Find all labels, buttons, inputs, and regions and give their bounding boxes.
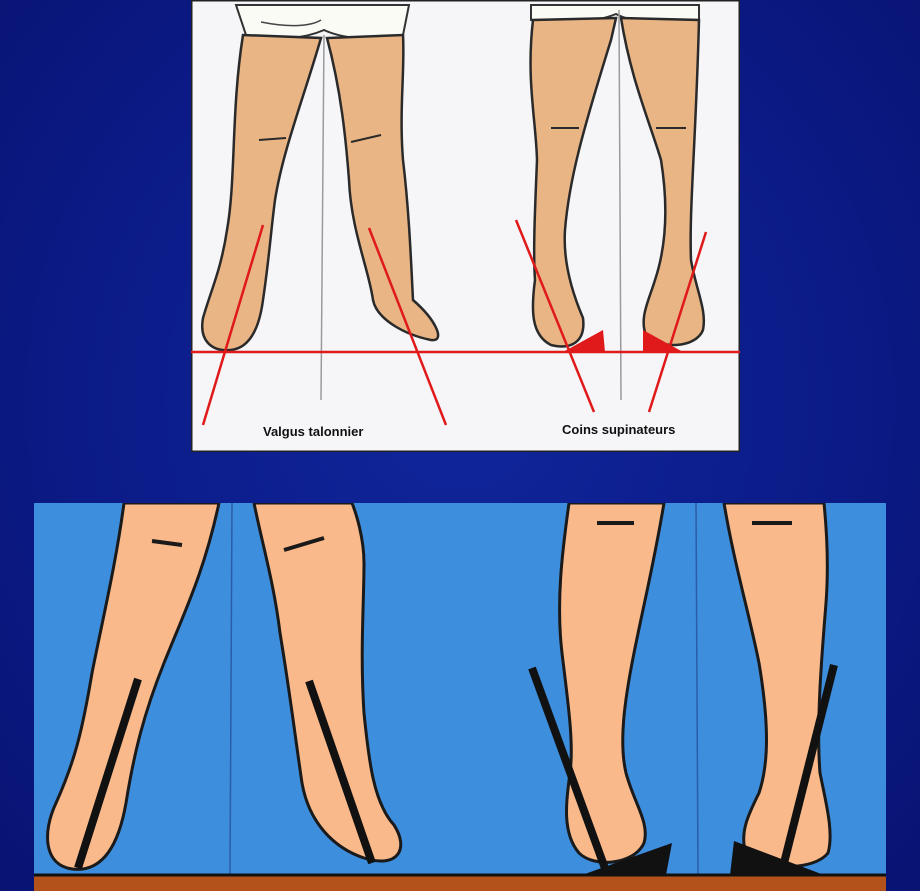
bottom-illustration [34,503,886,891]
caption-valgus-talonnier: Valgus talonnier [263,424,363,439]
top-illustration: Valgus talonnier Coins supinateurs [191,0,740,452]
caption-coins-supinateurs: Coins supinateurs [562,422,675,437]
floor [34,875,886,891]
